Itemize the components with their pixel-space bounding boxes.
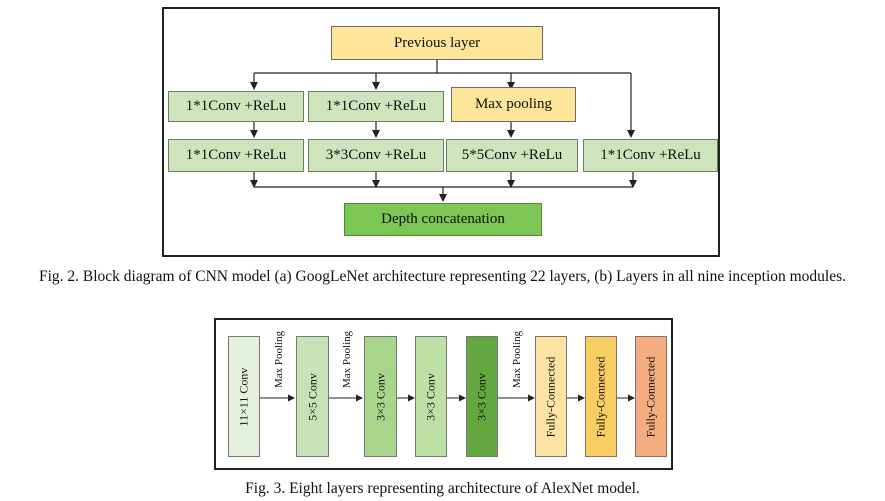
depth-concatenation-label: Depth concatenation [381,211,505,227]
branch2-conv1x1-block: 1*1Conv +ReLu [308,91,444,122]
branch1-conv1x1-block: 1*1Conv +ReLu [168,91,304,122]
alexnet-layer-3: 3×3 Conv [364,336,397,457]
branch2-conv3x3-label: 3*3Conv +ReLu [325,147,427,163]
branch4-conv1x1-block: 1*1Conv +ReLu [583,139,718,172]
previous-layer-label: Previous layer [393,34,481,51]
branch1-conv1x1-second-label: 1*1Conv +ReLu [185,147,287,163]
alexnet-layer-2-label: 5×5 Conv [305,372,319,421]
max-pooling-label: Max pooling [474,96,553,112]
max-pooling-block: Max pooling [451,87,576,122]
alexnet-layer-1: 11×11 Conv [228,336,260,457]
branch1-conv1x1-label: 1*1Conv +ReLu [185,98,287,114]
alexnet-layer-8-label: Fully-Connected [643,356,658,437]
alexnet-layer-8: Fully-Connected [635,336,667,457]
branch3-conv5x5-block: 5*5Conv +ReLu [446,139,578,172]
alexnet-layer-5: 3×3 Conv [466,336,498,457]
max-pooling-label-2: Max Pooling [341,330,353,388]
alexnet-layer-1-label: 11×11 Conv [236,367,251,426]
max-pooling-label-1: Max Pooling [273,330,285,388]
max-pooling-label-3: Max Pooling [511,330,523,388]
branch3-conv5x5-label: 5*5Conv +ReLu [461,147,563,163]
figure3-caption: Fig. 3. Eight layers representing archit… [245,480,640,497]
previous-layer-block: Previous layer [331,26,543,60]
alexnet-layer-4-label: 3×3 Conv [423,372,438,421]
figure2-caption: Fig. 2. Block diagram of CNN model (a) G… [38,268,847,285]
branch2-conv3x3-block: 3*3Conv +ReLu [308,139,444,172]
alexnet-layer-7-label: Fully-Connected [593,356,608,437]
alexnet-layer-6: Fully-Connected [535,336,567,457]
alexnet-layer-3-label: 3×3 Conv [373,372,387,421]
alexnet-layer-7: Fully-Connected [585,336,617,457]
depth-concatenation-block: Depth concatenation [344,203,542,236]
alexnet-layer-2: 5×5 Conv [296,336,329,457]
branch2-conv1x1-label: 1*1Conv +ReLu [325,98,427,114]
alexnet-layer-6-label: Fully-Connected [543,356,558,437]
branch4-conv1x1-label: 1*1Conv +ReLu [600,147,701,163]
alexnet-layer-5-label: 3×3 Conv [474,372,489,421]
alexnet-layer-4: 3×3 Conv [415,336,447,457]
branch1-conv1x1-second-block: 1*1Conv +ReLu [168,139,304,172]
